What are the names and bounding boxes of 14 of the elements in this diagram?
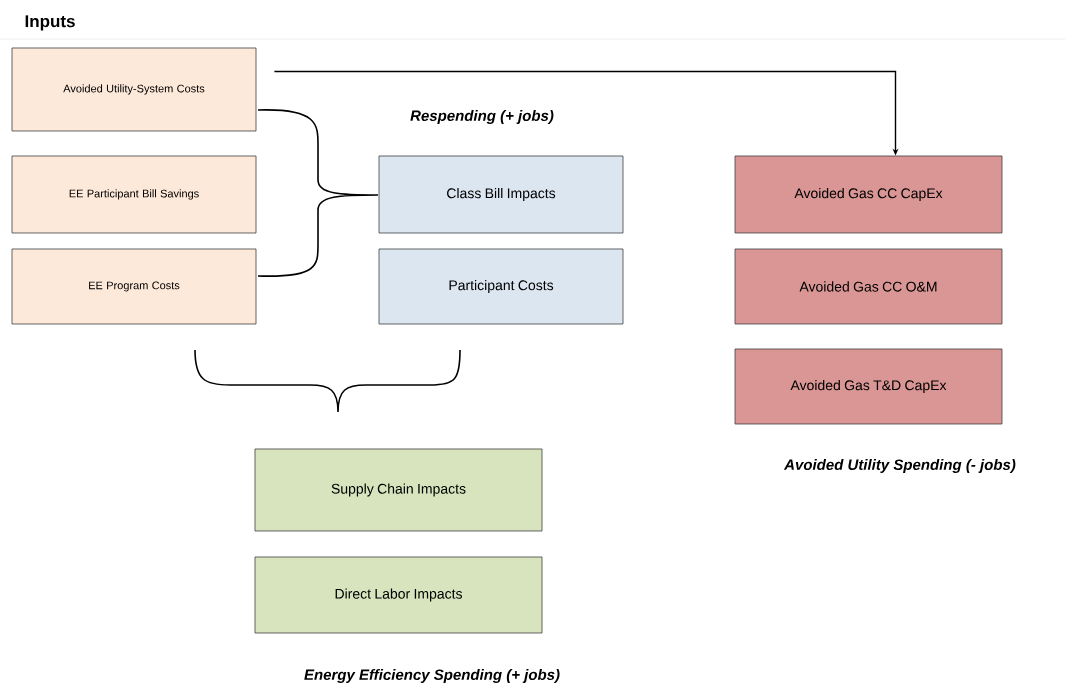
group-caption: Avoided Utility Spending (- jobs) bbox=[783, 459, 1016, 473]
impact-box: Avoided Gas CC CapEx bbox=[734, 155, 1003, 234]
section-heading: Inputs bbox=[25, 15, 75, 31]
impact-box: Class Bill Impacts bbox=[378, 155, 624, 234]
impact-box: Avoided Gas T&D CapEx bbox=[734, 348, 1003, 425]
impact-box: Avoided Gas CC O&M bbox=[734, 248, 1003, 325]
input-box: EE Participant Bill Savings bbox=[11, 155, 257, 234]
input-box: Avoided Utility-System Costs bbox=[11, 47, 257, 132]
group-caption: Energy Efficiency Spending (+ jobs) bbox=[304, 669, 560, 683]
group-caption: Respending (+ jobs) bbox=[410, 110, 554, 124]
input-box: EE Program Costs bbox=[11, 248, 257, 325]
impact-box: Participant Costs bbox=[378, 248, 624, 325]
impact-box: Supply Chain Impacts bbox=[254, 448, 543, 532]
impact-box: Direct Labor Impacts bbox=[254, 556, 543, 634]
